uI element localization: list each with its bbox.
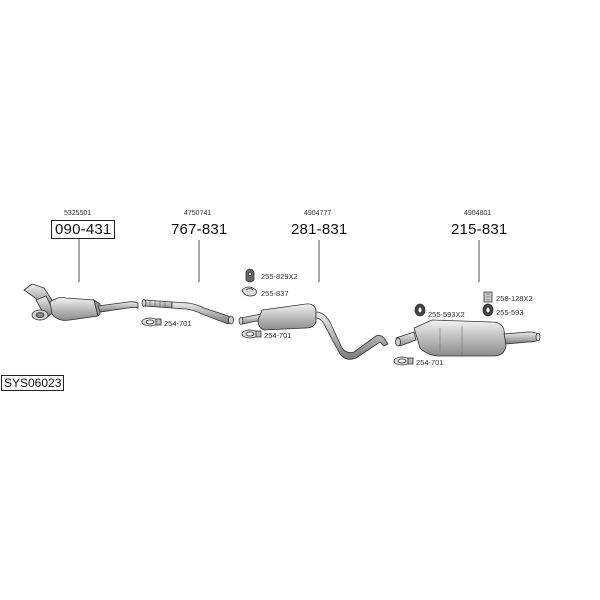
middle-silencer-part-icon: [238, 303, 389, 360]
system-code: SYS06023: [1, 375, 65, 391]
clamp-icon: [141, 317, 162, 327]
oe-number-rear-silencer: 4904801: [464, 210, 492, 217]
accessory-label-hanger[interactable]: 255-837: [261, 289, 289, 298]
accessory-label-clamp-1[interactable]: 254-701: [164, 319, 192, 328]
rubber-ring-icon: [482, 303, 494, 317]
rear-silencer-part-icon: [395, 319, 541, 357]
part-number-rear-silencer[interactable]: 215-831: [451, 221, 508, 238]
rubber-ring-icon: [414, 303, 426, 317]
accessory-label-rubber-ring[interactable]: 255-593: [496, 308, 524, 317]
accessory-label-bracket[interactable]: 258-128X2: [496, 294, 533, 303]
front-pipe-part-icon: [141, 299, 234, 325]
hanger-icon: [241, 286, 257, 297]
oe-number-catalyst: 5325501: [64, 210, 92, 217]
catalyst-part-icon: [23, 283, 139, 321]
part-number-front-pipe[interactable]: 767-831: [171, 221, 228, 238]
rubber-mount-icon: [245, 268, 255, 283]
accessory-label-rubber-mount[interactable]: 255-829X2: [261, 272, 298, 281]
part-number-middle-silencer[interactable]: 281-831: [291, 221, 348, 238]
accessory-label-rubber-ring-x2[interactable]: 255-593X2: [428, 310, 465, 319]
part-number-catalyst[interactable]: 090-431: [51, 220, 116, 239]
clamp-icon: [241, 329, 262, 339]
oe-number-front-pipe: 4750741: [184, 210, 212, 217]
accessory-label-clamp-2[interactable]: 254-701: [264, 331, 292, 340]
clamp-icon: [393, 356, 414, 366]
bracket-icon: [483, 291, 493, 303]
oe-number-middle-silencer: 4904777: [304, 210, 332, 217]
accessory-label-clamp-3[interactable]: 254-701: [416, 358, 444, 367]
